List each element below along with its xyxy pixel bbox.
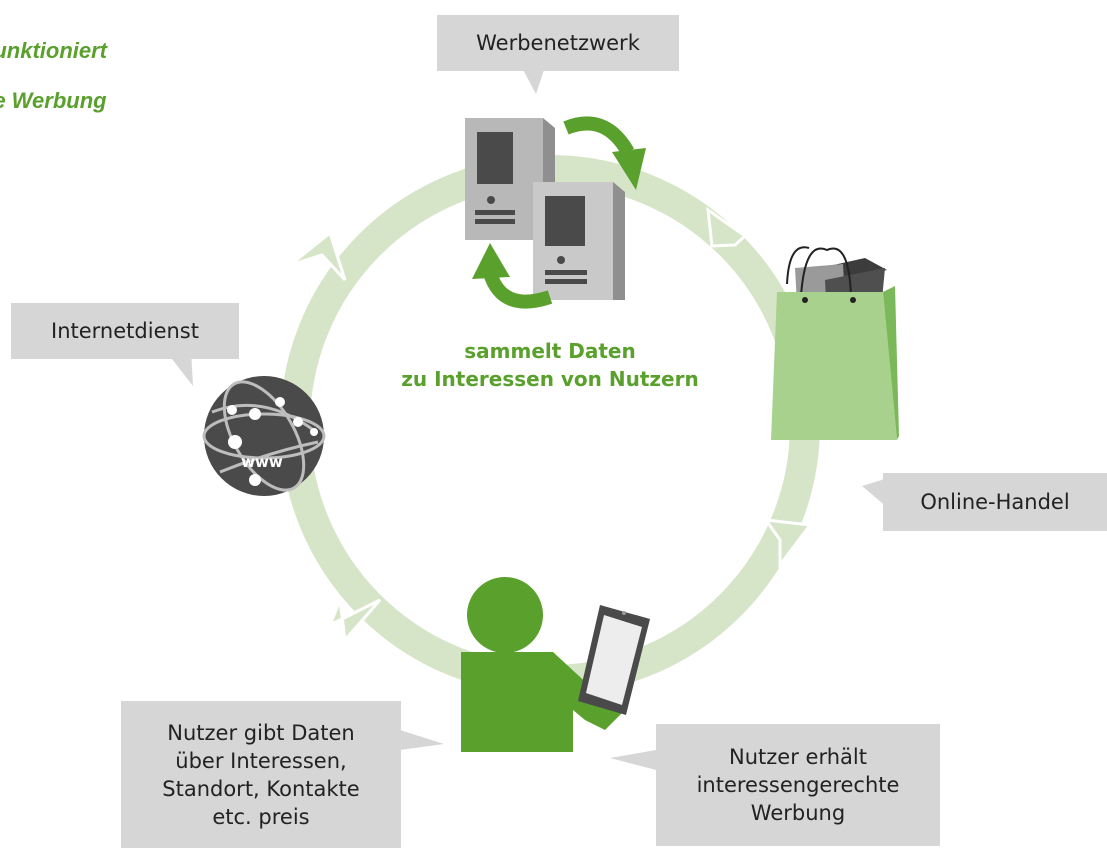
online-shop-callout-tail <box>862 478 888 508</box>
ad-network-label: Werbenetzwerk <box>437 15 679 71</box>
center-caption: sammelt Daten zu Interessen von Nutzern <box>400 337 700 393</box>
internet-service-label: Internetdienst <box>11 303 239 359</box>
data-cycle-arrow-bottom <box>472 243 553 309</box>
user-receives-line3: Werbung <box>750 801 846 825</box>
user-gives-line1: Nutzer gibt Daten <box>167 720 355 745</box>
center-caption-line2: zu Interessen von Nutzern <box>401 367 699 391</box>
user-gives-data-label: Nutzer gibt Daten über Interessen, Stand… <box>121 701 401 848</box>
ring-arrowhead-upper-right <box>706 206 748 248</box>
ring-arrowhead-upper-left <box>289 230 347 282</box>
globe-icon: www <box>202 376 326 496</box>
data-cycle-arrow-top <box>563 116 646 190</box>
tablet-icon <box>578 605 650 715</box>
globe-www-text: www <box>241 453 283 471</box>
user-receives-callout-tail <box>610 750 656 770</box>
user-gives-line2: über Interessen, <box>175 748 347 773</box>
user-receives-line1: Nutzer erhält <box>729 745 867 769</box>
diagram-title-line1: funktioniert <box>0 38 107 63</box>
internet-service-callout-tail <box>165 350 193 386</box>
ring-arrowhead-right <box>762 518 813 570</box>
user-receives-line2: interessengerechte <box>696 773 900 797</box>
user-receives-ads-label: Nutzer erhält interessengerechte Werbung <box>656 724 940 846</box>
shopping-bag-icon <box>771 246 899 440</box>
center-caption-line1: sammelt Daten <box>464 339 636 363</box>
user-gives-callout-tail <box>400 730 444 750</box>
user-icon <box>461 577 625 752</box>
diagram-title-line2: te Werbung <box>0 88 107 113</box>
ring-arrowhead-lower-left <box>327 598 382 644</box>
ad-network-callout-tail <box>520 64 546 94</box>
user-gives-line4: etc. preis <box>212 804 310 829</box>
server-icon <box>465 118 625 300</box>
online-shop-label: Online-Handel <box>883 473 1107 531</box>
user-gives-line3: Standort, Kontakte <box>162 776 360 801</box>
